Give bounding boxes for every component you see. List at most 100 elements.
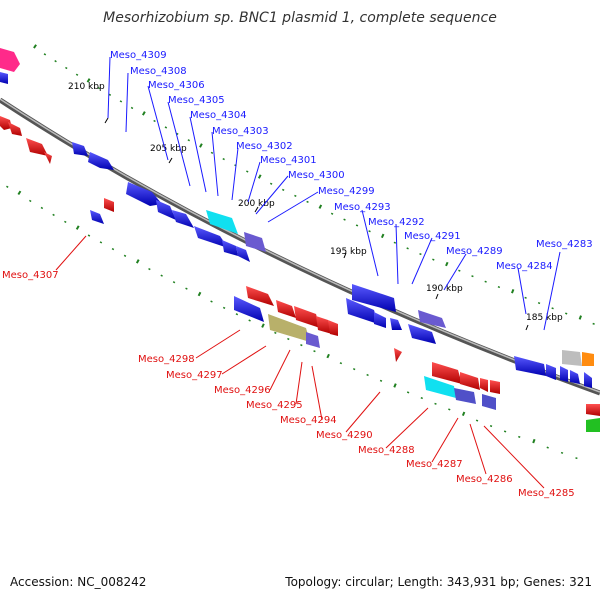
gene-feature[interactable] bbox=[44, 152, 52, 164]
gene-label-meso-4284[interactable]: Meso_4284 bbox=[496, 261, 553, 272]
gene-feature[interactable] bbox=[104, 198, 114, 212]
tick-mark bbox=[254, 206, 259, 213]
gc-mark bbox=[257, 174, 262, 179]
gc-mark bbox=[406, 247, 409, 250]
gene-feature[interactable] bbox=[276, 300, 296, 318]
gc-mark bbox=[461, 411, 466, 417]
gc-mark bbox=[432, 258, 435, 261]
gc-mark bbox=[185, 287, 188, 290]
gene-feature-purple[interactable] bbox=[306, 332, 320, 348]
gc-mark bbox=[172, 281, 176, 284]
gene-feature-olive[interactable] bbox=[268, 314, 310, 342]
gc-mark bbox=[537, 302, 541, 305]
gene-feature[interactable] bbox=[490, 380, 500, 394]
gene-feature-cyan[interactable] bbox=[206, 210, 238, 234]
gene-feature-cyan[interactable] bbox=[424, 376, 456, 398]
gene-label-meso-4298[interactable]: Meso_4298 bbox=[138, 354, 195, 365]
gc-mark bbox=[489, 424, 493, 428]
gene-labels-top: Meso_4309 Meso_4308 Meso_4306 Meso_4305 … bbox=[110, 50, 593, 272]
gene-label-meso-4300[interactable]: Meso_4300 bbox=[288, 170, 345, 181]
gene-label-meso-4297[interactable]: Meso_4297 bbox=[166, 370, 223, 381]
gene-feature-purple[interactable] bbox=[482, 394, 496, 410]
gene-label-meso-4292[interactable]: Meso_4292 bbox=[368, 217, 425, 228]
gc-mark bbox=[546, 446, 549, 449]
gene-feature-green[interactable] bbox=[586, 418, 600, 432]
gene-feature[interactable] bbox=[546, 364, 556, 380]
gene-label-meso-4288[interactable]: Meso_4288 bbox=[358, 445, 415, 456]
gc-mark bbox=[86, 78, 91, 83]
gc-mark bbox=[187, 139, 191, 142]
gene-feature[interactable] bbox=[560, 366, 568, 382]
gene-feature-magenta[interactable] bbox=[0, 48, 20, 72]
gene-feature[interactable] bbox=[90, 210, 104, 224]
gene-features-reverse bbox=[26, 138, 500, 404]
gene-feature[interactable] bbox=[394, 348, 402, 362]
gene-label-meso-4286[interactable]: Meso_4286 bbox=[456, 474, 513, 485]
gene-features-edge bbox=[0, 48, 600, 432]
gene-feature[interactable] bbox=[246, 286, 274, 306]
gene-label-meso-4289[interactable]: Meso_4289 bbox=[446, 246, 503, 257]
gene-feature[interactable] bbox=[236, 246, 250, 262]
gene-feature[interactable] bbox=[374, 312, 386, 328]
gene-label-meso-4287[interactable]: Meso_4287 bbox=[406, 459, 463, 470]
gene-label-meso-4294[interactable]: Meso_4294 bbox=[280, 415, 337, 426]
gene-feature[interactable] bbox=[156, 200, 176, 220]
gene-feature-purple[interactable] bbox=[418, 310, 446, 328]
gene-feature[interactable] bbox=[194, 226, 228, 248]
gene-label-meso-4304[interactable]: Meso_4304 bbox=[190, 110, 247, 121]
gene-feature-forward[interactable] bbox=[0, 72, 8, 84]
gene-label-meso-4295[interactable]: Meso_4295 bbox=[246, 400, 303, 411]
accession-label: Accession: NC_008242 bbox=[10, 575, 146, 589]
gene-feature[interactable] bbox=[88, 152, 114, 170]
gene-feature[interactable] bbox=[172, 210, 194, 228]
gene-label-meso-4302[interactable]: Meso_4302 bbox=[236, 141, 293, 152]
gc-mark bbox=[294, 194, 297, 197]
gene-label-meso-4291[interactable]: Meso_4291 bbox=[404, 231, 461, 242]
gene-feature-purple[interactable] bbox=[244, 232, 266, 252]
gene-feature[interactable] bbox=[26, 138, 48, 156]
gene-label-meso-4307[interactable]: Meso_4307 bbox=[2, 270, 59, 281]
gene-label-meso-4305[interactable]: Meso_4305 bbox=[168, 95, 225, 106]
gene-feature-grey[interactable] bbox=[562, 350, 582, 366]
gene-feature[interactable] bbox=[72, 142, 88, 156]
gene-feature[interactable] bbox=[328, 320, 338, 336]
gene-label-meso-4299[interactable]: Meso_4299 bbox=[318, 186, 375, 197]
gene-feature[interactable] bbox=[390, 318, 402, 330]
gene-feature-reverse[interactable] bbox=[8, 122, 22, 136]
gc-skew-track bbox=[6, 44, 595, 460]
gene-label-meso-4306[interactable]: Meso_4306 bbox=[148, 80, 205, 91]
gene-feature-reverse[interactable] bbox=[0, 116, 12, 130]
gene-feature[interactable] bbox=[408, 324, 436, 344]
gene-feature[interactable] bbox=[584, 372, 592, 388]
gene-feature[interactable] bbox=[432, 362, 462, 384]
gene-feature[interactable] bbox=[234, 296, 264, 322]
gene-feature[interactable] bbox=[126, 182, 162, 206]
gene-label-meso-4293[interactable]: Meso_4293 bbox=[334, 202, 391, 213]
gene-label-meso-4285[interactable]: Meso_4285 bbox=[518, 488, 575, 499]
gene-feature[interactable] bbox=[294, 306, 320, 328]
gc-mark bbox=[518, 435, 521, 438]
gene-label-meso-4308[interactable]: Meso_4308 bbox=[130, 66, 187, 77]
gc-mark bbox=[160, 274, 163, 277]
gene-label-meso-4303[interactable]: Meso_4303 bbox=[212, 126, 269, 137]
gene-label-meso-4296[interactable]: Meso_4296 bbox=[214, 385, 271, 396]
gene-feature-reverse[interactable] bbox=[586, 404, 600, 416]
gene-feature[interactable] bbox=[480, 378, 488, 392]
gene-feature[interactable] bbox=[352, 284, 396, 312]
gene-feature[interactable] bbox=[316, 316, 332, 334]
gc-mark bbox=[497, 286, 501, 289]
gene-label-meso-4309[interactable]: Meso_4309 bbox=[110, 50, 167, 61]
gene-feature[interactable] bbox=[346, 298, 378, 324]
gene-label-meso-4301[interactable]: Meso_4301 bbox=[260, 155, 317, 166]
gene-feature[interactable] bbox=[570, 370, 580, 384]
map-title: Mesorhizobium sp. BNC1 plasmid 1, comple… bbox=[103, 10, 497, 26]
gene-feature-purple[interactable] bbox=[454, 388, 476, 404]
gene-feature[interactable] bbox=[514, 356, 546, 376]
gene-feature[interactable] bbox=[222, 240, 238, 256]
gene-label-meso-4283[interactable]: Meso_4283 bbox=[536, 239, 593, 250]
gene-feature[interactable] bbox=[460, 372, 480, 390]
gc-mark bbox=[75, 225, 80, 230]
gc-mark bbox=[352, 368, 356, 371]
gene-feature-orange[interactable] bbox=[582, 352, 594, 366]
gene-label-meso-4290[interactable]: Meso_4290 bbox=[316, 430, 373, 441]
